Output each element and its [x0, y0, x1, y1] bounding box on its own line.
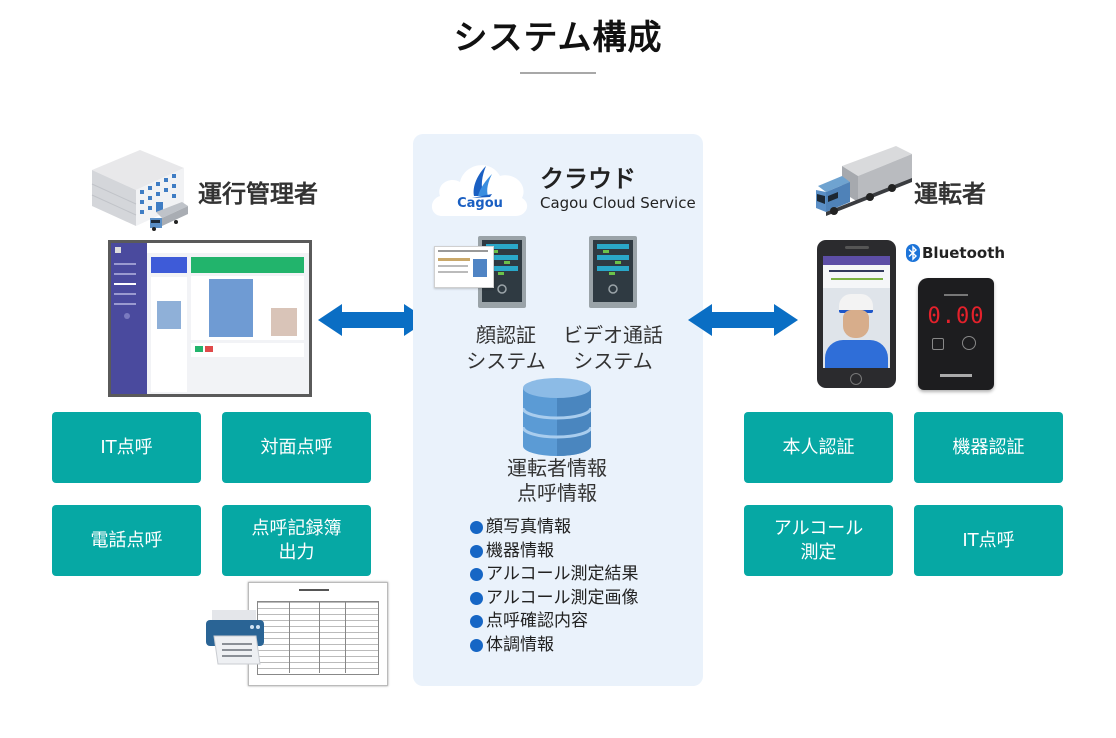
feature-tile-device-auth: 機器認証 — [914, 412, 1063, 483]
bluetooth-label: Bluetooth — [922, 244, 1006, 262]
management-dashboard-screenshot — [108, 240, 312, 397]
tile-label: 本人認証 — [782, 436, 855, 458]
feature-tile-alcohol-measurement: アルコール 測定 — [744, 505, 893, 576]
database-label: 運転者情報 点呼情報 — [470, 456, 644, 506]
label-line: システム — [573, 349, 653, 373]
manager-label: 運行管理者 — [198, 180, 318, 208]
label-line: 運転者情報 — [507, 456, 607, 480]
feature-tile-identity-auth: 本人認証 — [744, 412, 893, 483]
feature-tile-it-tenko: IT点呼 — [914, 505, 1063, 576]
cagou-cloud-logo-icon — [431, 165, 528, 216]
bluetooth-badge: Bluetooth — [906, 244, 1005, 262]
tile-label: 対面点呼 — [260, 436, 333, 458]
tile-label: アルコール 測定 — [773, 517, 864, 563]
server-icon — [589, 236, 637, 308]
tile-label: 機器認証 — [952, 436, 1025, 458]
bullet-icon — [470, 615, 483, 629]
bluetooth-icon — [906, 244, 920, 262]
smartphone-face-auth-icon — [817, 240, 896, 388]
list-item-text: アルコール測定画像 — [486, 587, 639, 608]
list-item: 点呼確認内容 — [470, 610, 639, 634]
page-title: システム構成 — [453, 18, 663, 58]
feature-tile-face-to-face-tenko: 対面点呼 — [222, 412, 371, 483]
bidirectional-arrow-icon — [688, 304, 798, 336]
bullet-icon — [470, 568, 483, 582]
stored-info-list: 顔写真情報 機器情報 アルコール測定結果 アルコール測定画像 点呼確認内容 体調… — [470, 516, 639, 657]
tile-label: 電話点呼 — [90, 529, 163, 551]
bidirectional-arrow-icon — [318, 304, 428, 336]
label-line: 顔認証 — [476, 323, 536, 347]
bullet-icon — [470, 521, 483, 535]
list-item: 機器情報 — [470, 540, 639, 564]
license-card-icon — [434, 246, 494, 288]
tile-label: IT点呼 — [100, 436, 153, 458]
label-line: ビデオ通話 — [563, 323, 663, 347]
feature-tile-phone-tenko: 電話点呼 — [52, 505, 201, 576]
tile-label: 点呼記録簿 出力 — [251, 517, 342, 563]
list-item-text: 顔写真情報 — [486, 517, 571, 537]
printer-icon — [206, 610, 264, 665]
list-item: アルコール測定結果 — [470, 563, 639, 587]
device-reading: 0.00 — [927, 304, 985, 329]
driver-label: 運転者 — [914, 180, 986, 208]
list-item-text: 点呼確認内容 — [486, 611, 588, 631]
list-item-text: アルコール測定結果 — [486, 564, 639, 584]
list-item: 体調情報 — [470, 634, 639, 658]
feature-tile-record-output: 点呼記録簿 出力 — [222, 505, 371, 576]
bullet-icon — [470, 544, 483, 558]
alcohol-checker-device-icon: 0.00 — [918, 278, 994, 390]
database-icon — [523, 378, 591, 456]
list-item: 顔写真情報 — [470, 516, 639, 540]
list-item: アルコール測定画像 — [470, 587, 639, 611]
record-sheet-image — [248, 582, 388, 686]
cagou-logo-text: Cagou — [457, 196, 503, 211]
video-call-system-label: ビデオ通話 システム — [553, 322, 673, 374]
tile-label: IT点呼 — [962, 529, 1015, 551]
cloud-subtitle: Cagou Cloud Service — [540, 194, 696, 212]
list-item-text: 機器情報 — [486, 540, 554, 561]
office-building-with-truck-icon — [91, 150, 188, 231]
feature-tile-it-tenko: IT点呼 — [52, 412, 201, 483]
list-item-text: 体調情報 — [486, 634, 554, 655]
bullet-icon — [470, 638, 483, 652]
label-line: 点呼情報 — [517, 481, 597, 505]
bullet-icon — [470, 591, 483, 605]
cloud-title: クラウド — [540, 165, 636, 193]
face-auth-system-label: 顔認証 システム — [446, 322, 566, 374]
label-line: システム — [466, 349, 546, 373]
title-divider — [520, 72, 596, 74]
dashboard-sidebar — [111, 243, 147, 394]
truck-icon — [816, 146, 912, 216]
